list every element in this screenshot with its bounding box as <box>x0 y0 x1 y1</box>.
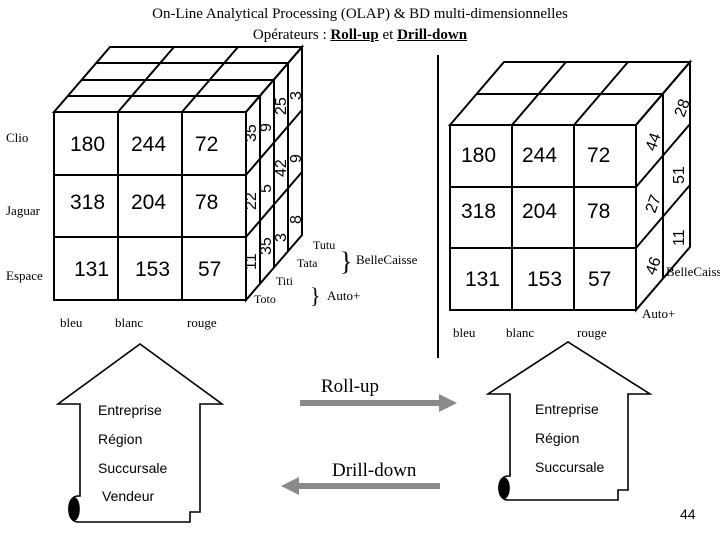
left-side-r2c4: 9 <box>288 154 305 163</box>
row-label-jaguar: Jaguar <box>6 203 40 218</box>
subtitle-drilldown: Drill-down <box>397 27 468 43</box>
left-col-label-rouge: rouge <box>187 315 217 330</box>
right-cell-r3c2: 153 <box>527 268 563 291</box>
brace-bellecaisse: } <box>340 247 352 276</box>
left-side-r1c3: 25 <box>273 97 290 115</box>
right-cube-side <box>635 59 691 313</box>
slide-number: 44 <box>680 506 696 522</box>
right-side-r3c2: 11 <box>671 229 688 246</box>
slide-title: On-Line Analytical Processing (OLAP) & B… <box>152 6 568 22</box>
depth-label-titi: Titi <box>276 274 293 288</box>
left-side-r2c1: 22 <box>243 192 260 210</box>
left-side-r3c2: 35 <box>258 237 275 255</box>
right-side-r3c1: 46 <box>643 255 665 278</box>
right-cube <box>447 59 693 313</box>
left-cell-r3c1: 131 <box>74 258 110 281</box>
subtitle-prefix: Opérateurs : <box>252 27 331 43</box>
left-cell-r2c1: 318 <box>70 191 106 214</box>
right-cell-r2c3: 78 <box>587 200 611 223</box>
left-side-r1c2: 9 <box>258 123 275 132</box>
left-hierarchy-entreprise: Entreprise <box>98 402 162 418</box>
right-side-r2c2: 51 <box>671 166 688 184</box>
rollup-label: Roll-up <box>321 376 380 397</box>
depth-label-tata: Tata <box>297 256 318 270</box>
right-cell-r3c1: 131 <box>465 268 501 291</box>
right-cell-r2c2: 204 <box>522 200 558 223</box>
right-depth-label-auto: Auto+ <box>642 306 676 321</box>
left-side-r3c4: 8 <box>288 215 305 224</box>
right-hierarchy-entreprise: Entreprise <box>535 401 599 417</box>
left-side-r3c1: 11 <box>243 253 260 270</box>
right-side-r1c1: 44 <box>643 131 665 154</box>
left-cube <box>51 44 305 303</box>
subtitle-rollup: Roll-up <box>330 27 379 43</box>
left-hierarchy-vendeur: Vendeur <box>102 488 155 504</box>
group-label-bellecaisse: BelleCaisse <box>356 252 418 267</box>
left-hierarchy-region: Région <box>98 431 143 447</box>
row-label-espace: Espace <box>6 268 43 283</box>
left-cell-r1c2: 244 <box>131 133 167 156</box>
depth-label-tutu: Tutu <box>313 238 336 252</box>
right-hierarchy-succursale: Succursale <box>535 459 605 475</box>
brace-auto: } <box>310 283 321 308</box>
right-depth-label-bellecaisse: BelleCaisse <box>666 264 720 279</box>
right-cell-r1c1: 180 <box>461 144 497 167</box>
right-cell-r1c3: 72 <box>587 144 611 167</box>
left-cell-r3c2: 153 <box>135 258 171 281</box>
drilldown-label: Drill-down <box>332 460 417 481</box>
left-cell-r3c3: 57 <box>198 258 222 281</box>
right-col-label-rouge: rouge <box>577 325 607 340</box>
left-cell-r2c3: 78 <box>195 191 219 214</box>
right-cell-r3c3: 57 <box>588 268 612 291</box>
right-cell-r1c2: 244 <box>522 144 558 167</box>
depth-label-toto: Toto <box>254 292 276 306</box>
left-side-r2c3: 42 <box>273 159 290 177</box>
group-label-auto: Auto+ <box>327 288 361 303</box>
left-side-r2c2: 5 <box>258 184 275 193</box>
right-side-r1c2: 28 <box>672 97 694 120</box>
left-side-r1c1: 35 <box>243 124 260 142</box>
left-col-label-bleu: bleu <box>60 315 83 330</box>
row-label-clio: Clio <box>6 130 29 145</box>
right-side-r2c1: 27 <box>643 193 665 216</box>
left-cell-r1c3: 72 <box>195 133 219 156</box>
slide-subtitle: Opérateurs : Roll-up et Drill-down <box>0 27 720 44</box>
left-side-r1c4: 3 <box>288 91 305 100</box>
left-col-label-blanc: blanc <box>115 315 144 330</box>
right-cell-r2c1: 318 <box>461 200 497 223</box>
right-col-label-blanc: blanc <box>506 325 535 340</box>
left-side-r3c3: 3 <box>273 233 290 242</box>
left-cube-side <box>245 44 303 303</box>
right-hierarchy-shape <box>485 341 653 501</box>
right-hierarchy-region: Région <box>535 430 580 446</box>
left-hierarchy-shape <box>55 343 225 523</box>
right-col-label-bleu: bleu <box>453 325 476 340</box>
left-hierarchy-succursale: Succursale <box>98 460 168 476</box>
left-cell-r1c1: 180 <box>70 133 106 156</box>
subtitle-mid: et <box>378 27 398 43</box>
left-cell-r2c2: 204 <box>131 191 167 214</box>
